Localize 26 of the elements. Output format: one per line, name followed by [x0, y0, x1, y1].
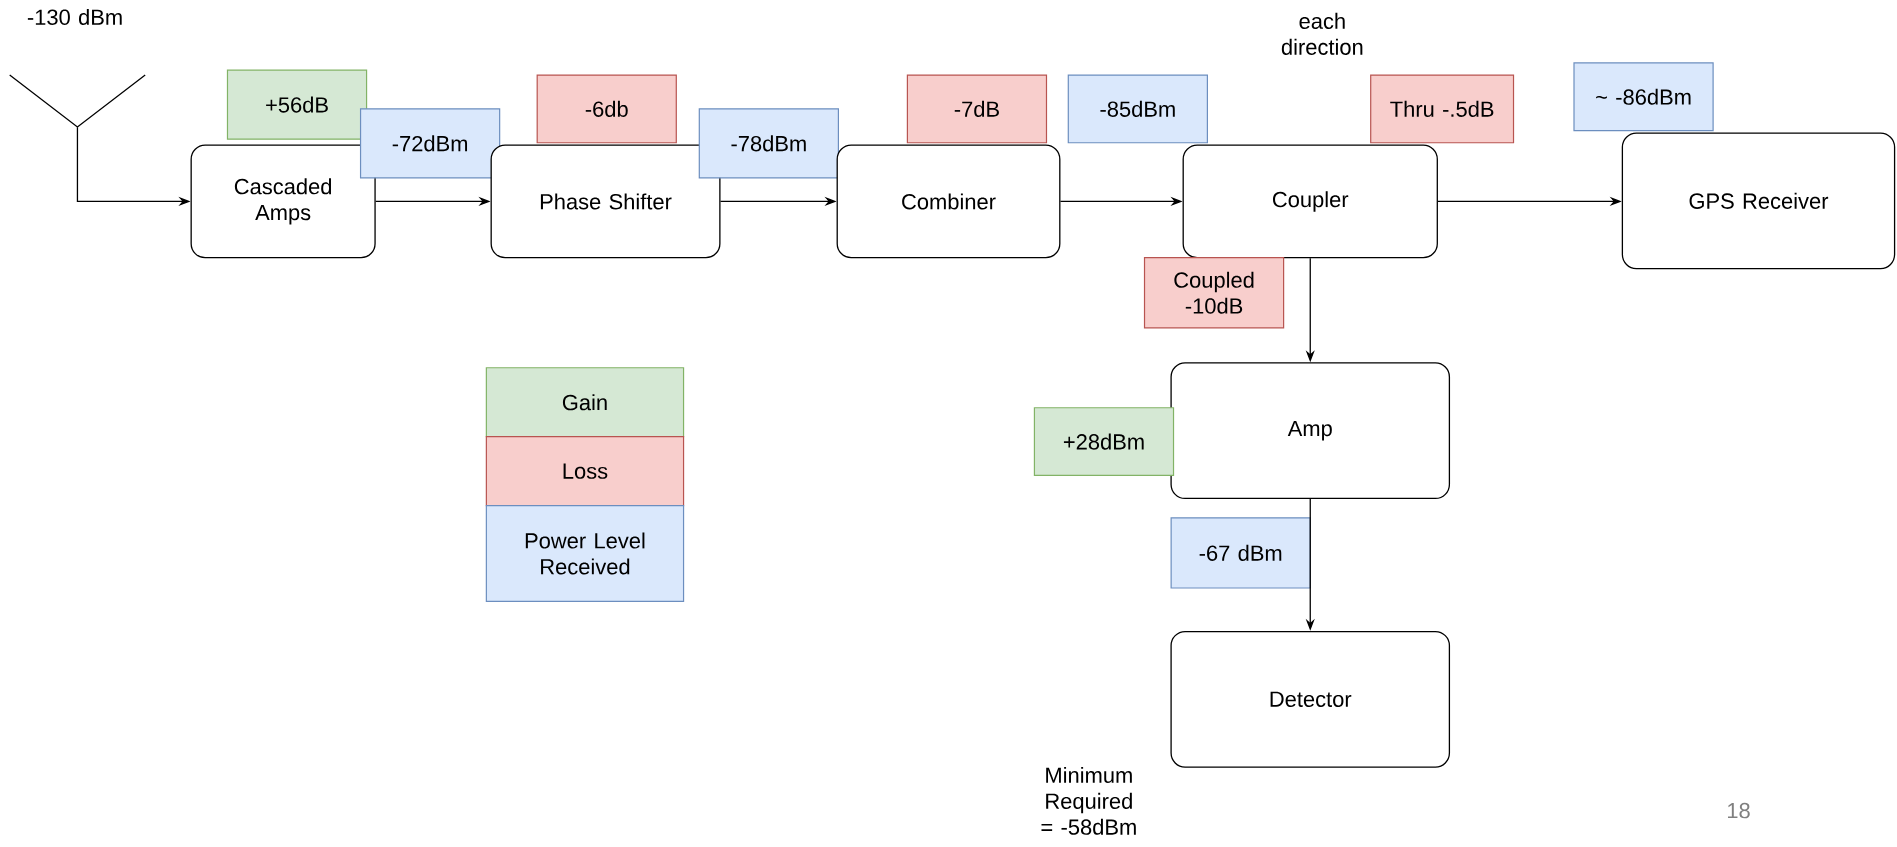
- value-tag: -78dBm: [698, 108, 839, 179]
- process-box: Detector: [1170, 630, 1451, 768]
- note-text: Minimum Required = -58dBm: [1041, 767, 1136, 835]
- process-box: Combiner: [836, 144, 1061, 259]
- legend-item: Gain: [485, 367, 685, 438]
- value-tag: +56dB: [226, 69, 368, 140]
- value-tag: -67 dBm: [1170, 517, 1311, 589]
- value-tag: +28dBm: [1033, 407, 1175, 477]
- value-tag: -6db: [536, 74, 677, 144]
- legend-item: Power Level Received: [485, 505, 685, 602]
- value-tag: -72dBm: [359, 108, 501, 179]
- value-tag: ~ -86dBm: [1573, 62, 1714, 132]
- process-box: Phase Shifter: [490, 144, 721, 259]
- process-box: Coupler: [1182, 144, 1438, 259]
- antenna-symbol: [9, 74, 146, 128]
- note-text: each direction: [1281, 12, 1363, 55]
- process-box: Cascaded Amps: [190, 144, 376, 259]
- process-box: GPS Receiver: [1621, 132, 1896, 270]
- value-tag: -7dB: [906, 74, 1048, 144]
- signal-level-label: -130 dBm: [27, 8, 122, 26]
- legend-item: Loss: [485, 436, 685, 507]
- value-tag: -85dBm: [1067, 74, 1208, 144]
- page-number: 18: [1728, 802, 1750, 819]
- process-box: Amp: [1170, 362, 1451, 500]
- value-tag: Coupled -10dB: [1143, 257, 1285, 329]
- value-tag: Thru -.5dB: [1370, 74, 1515, 144]
